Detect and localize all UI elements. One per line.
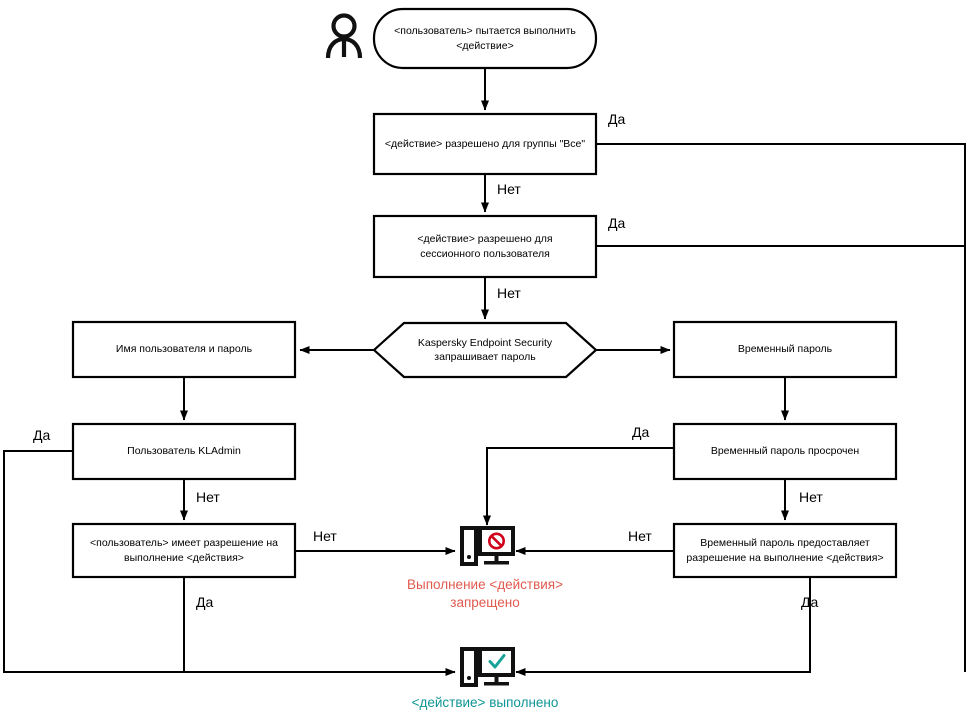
edge-grants-yes [515,577,811,676]
edge-label-kladmin-no: Нет [196,489,220,505]
edge-label-session-no: Нет [497,285,521,301]
allowed-caption: <действие> выполнено [411,695,559,710]
edge-label-grants-no: Нет [628,528,652,544]
edge-label-everyone-no: Нет [497,181,521,197]
denied-caption-line2: запрещено [450,594,520,610]
denied-caption-line1: Выполнение <действия> [407,577,563,592]
edge-everyone-yes [596,143,966,672]
edge-label-expired-yes: Да [632,424,650,440]
person-icon [325,13,363,59]
monitor-check-icon [460,647,515,687]
node-kladmin-user-shape [71,422,297,481]
edge-label-expired-no: Нет [799,489,823,505]
edge-label-permission-yes: Да [196,594,214,610]
denied-caption: Выполнение <действия> запрещено [385,576,585,611]
edge-label-everyone-yes: Да [608,111,626,127]
edge-kladmin-yes [3,450,456,676]
edge-expired-yes [483,447,674,526]
node-allowed-for-session-user-shape [372,214,598,279]
monitor-denied-icon [460,526,515,566]
node-kes-asks-password-shape [372,321,598,379]
node-allowed-for-everyone-shape [372,112,598,176]
edge-label-session-yes: Да [608,215,626,231]
node-temporary-password-grants-shape [672,522,898,579]
node-user-has-permission-shape [71,522,297,579]
edge-label-permission-no: Нет [313,528,337,544]
node-username-and-password-shape [71,320,297,379]
node-temporary-password-expired-shape [672,422,898,481]
node-start-shape [372,7,598,70]
edge-label-kladmin-yes: Да [33,427,51,443]
edge-label-grants-yes: Да [801,594,819,610]
node-temporary-password-shape [672,320,898,379]
